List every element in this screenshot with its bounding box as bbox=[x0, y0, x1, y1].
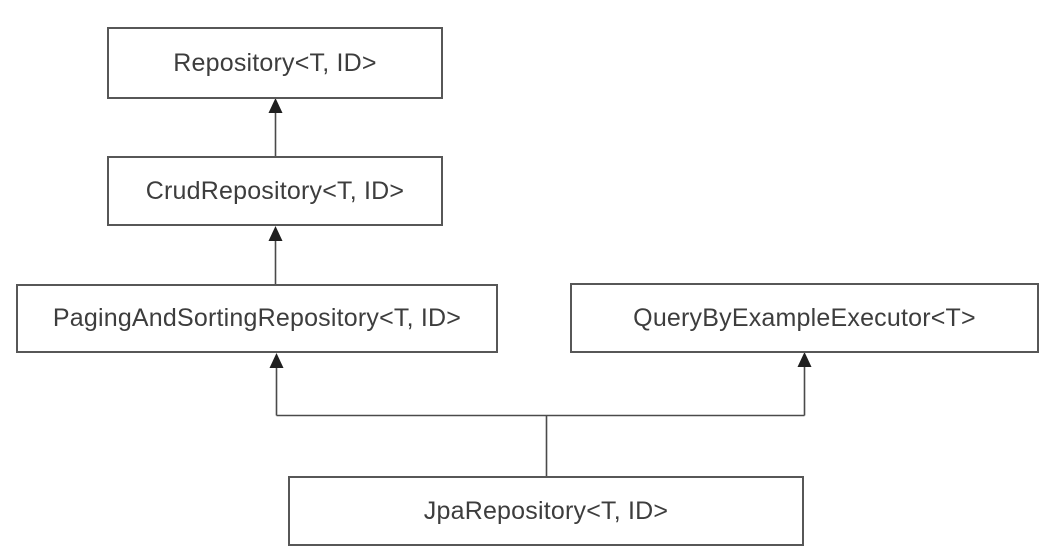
node-paging-and-sorting-repository: PagingAndSortingRepository<T, ID> bbox=[16, 284, 498, 353]
edge-jpa-to-query-arrowhead-icon bbox=[797, 352, 812, 367]
node-jpa-repository: JpaRepository<T, ID> bbox=[288, 476, 804, 546]
node-query-by-example-executor-label: QueryByExampleExecutor<T> bbox=[633, 303, 976, 332]
node-jpa-repository-label: JpaRepository<T, ID> bbox=[423, 496, 669, 525]
node-crud-repository: CrudRepository<T, ID> bbox=[107, 156, 443, 226]
edge-crud-to-repository-arrowhead-icon bbox=[268, 98, 283, 113]
node-crud-repository-label: CrudRepository<T, ID> bbox=[145, 176, 405, 205]
node-repository: Repository<T, ID> bbox=[107, 27, 443, 99]
edge-paging-to-crud-arrowhead-icon bbox=[268, 226, 283, 241]
node-paging-and-sorting-repository-label: PagingAndSortingRepository<T, ID> bbox=[52, 304, 462, 332]
edge-jpa-to-paging-arrowhead-icon bbox=[269, 353, 284, 368]
edge-jpa-branch-lines bbox=[275, 364, 806, 476]
node-repository-label: Repository<T, ID> bbox=[173, 48, 377, 77]
node-query-by-example-executor: QueryByExampleExecutor<T> bbox=[570, 283, 1039, 353]
